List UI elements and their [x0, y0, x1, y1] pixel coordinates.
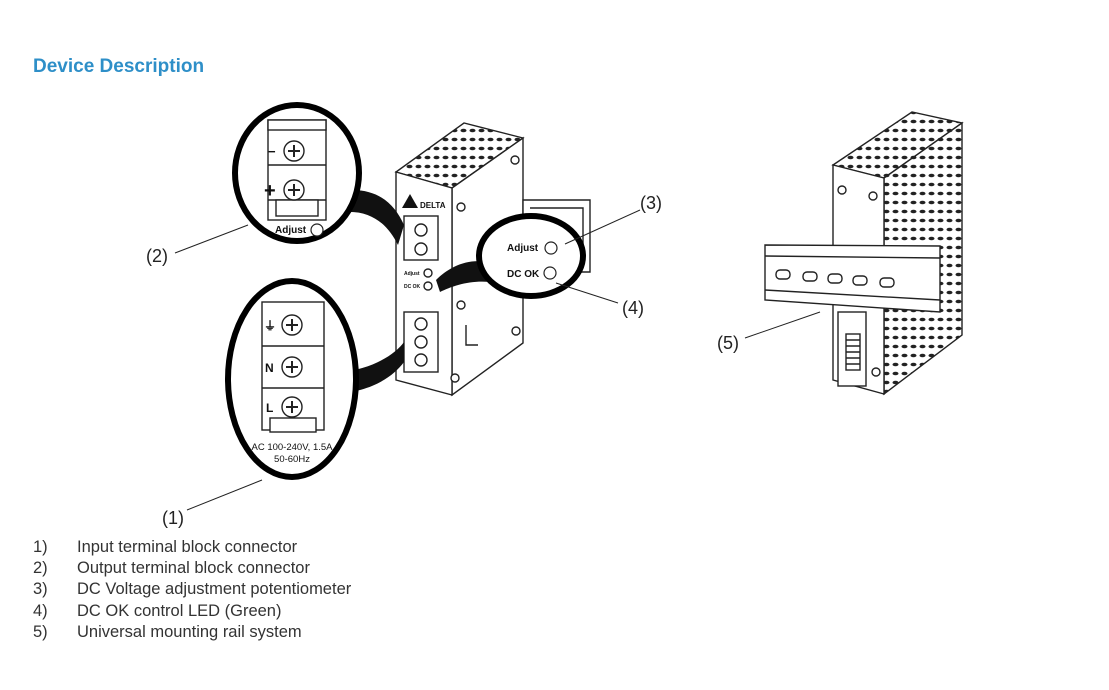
- zoom-input-terminal: ⏚ N L AC 100-240V, 1.5A 50-60Hz: [225, 278, 404, 480]
- rating-line-2: 50-60Hz: [274, 454, 310, 465]
- power-supply-rear: [764, 111, 964, 396]
- device-adjust-label: Adjust: [404, 271, 420, 277]
- callout-2: (2): [146, 246, 168, 266]
- zoom-adjust-led: Adjust DC OK: [436, 213, 586, 299]
- list-item: 1)Input terminal block connector: [33, 538, 298, 556]
- neutral-label: N: [265, 361, 274, 375]
- device-illustration: DELTA Adjust DC OK − + Adjust: [146, 102, 964, 528]
- list-item: 2)Output terminal block connector: [33, 559, 310, 578]
- line-label: L: [266, 401, 273, 415]
- plus-label: +: [264, 180, 276, 202]
- earth-label: ⏚: [264, 319, 276, 333]
- list-item: 4)DC OK control LED (Green): [33, 601, 282, 620]
- list-item: 5)Universal mounting rail system: [33, 622, 302, 641]
- list-item: 3)DC Voltage adjustment potentiometer: [33, 580, 352, 599]
- potentiometer-icon: [310, 223, 324, 237]
- callout-5: (5): [717, 333, 739, 353]
- callout-3: (3): [640, 193, 662, 213]
- zoom-dc-ok-text: DC OK: [507, 269, 540, 280]
- device-dc-ok-label: DC OK: [404, 284, 421, 290]
- minus-label: −: [268, 144, 276, 159]
- zoom-adjust-text: Adjust: [507, 243, 539, 254]
- led-icon: [543, 266, 557, 280]
- page-title: Device Description: [33, 56, 205, 77]
- callout-1: (1): [162, 508, 184, 528]
- delta-logo: DELTA: [402, 194, 446, 210]
- zoom-output-terminal: − + Adjust: [232, 102, 404, 245]
- adjust-potentiometer-icon: [544, 241, 558, 255]
- legend-list: 1)Input terminal block connector 2)Outpu…: [33, 537, 351, 643]
- zoom-adjust-label: Adjust: [275, 225, 307, 236]
- rating-line-1: AC 100-240V, 1.5A: [252, 442, 334, 453]
- leader-lines: [174, 209, 821, 511]
- svg-text:DELTA: DELTA: [420, 201, 446, 210]
- callout-4: (4): [622, 298, 644, 318]
